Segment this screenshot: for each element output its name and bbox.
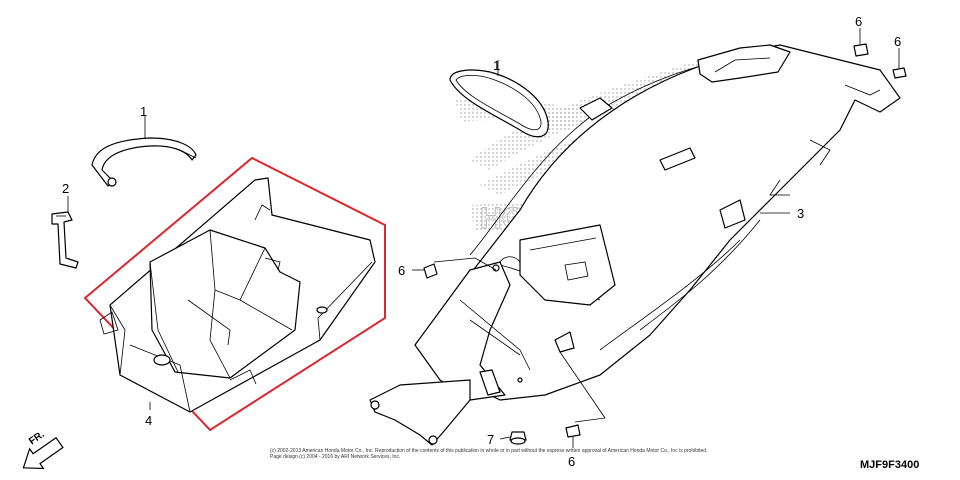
diagram-code: MJF9F3400 <box>860 459 919 471</box>
part-4-battery-tray[interactable] <box>99 177 376 413</box>
part-2-clip[interactable] <box>51 211 79 269</box>
part-1-band-left[interactable] <box>91 137 197 187</box>
callout-7: 7 <box>487 432 494 447</box>
callout-1-loop: 1 <box>493 58 500 73</box>
callout-6-bottom: 6 <box>568 454 575 469</box>
callout-4: 4 <box>145 413 152 428</box>
part-6-clip-d[interactable] <box>565 424 581 438</box>
callout-2: 2 <box>62 181 69 196</box>
front-indicator-label: FR. <box>27 429 47 447</box>
front-arrow-icon: FR. <box>22 429 64 470</box>
part-6-clip-b[interactable] <box>853 43 869 57</box>
part-6-clip-c[interactable] <box>892 67 907 79</box>
callout-3: 3 <box>797 206 804 221</box>
part-7-bolt[interactable] <box>509 431 527 445</box>
copyright-line-2: Page design (c) 2004 - 2016 by ARI Netwo… <box>270 454 400 460</box>
part-1-loop-right[interactable] <box>449 69 549 138</box>
leader-lines <box>67 28 900 448</box>
part-6-clip-a[interactable] <box>423 263 438 279</box>
part-3-rear-fender[interactable] <box>369 44 901 446</box>
callout-1-band: 1 <box>140 104 147 119</box>
callout-6-left: 6 <box>398 263 405 278</box>
callout-6-right: 6 <box>894 34 901 49</box>
callout-6-top: 6 <box>855 14 862 29</box>
copyright-line-1: (c) 2002-2013 American Honda Motor Co., … <box>270 448 707 454</box>
